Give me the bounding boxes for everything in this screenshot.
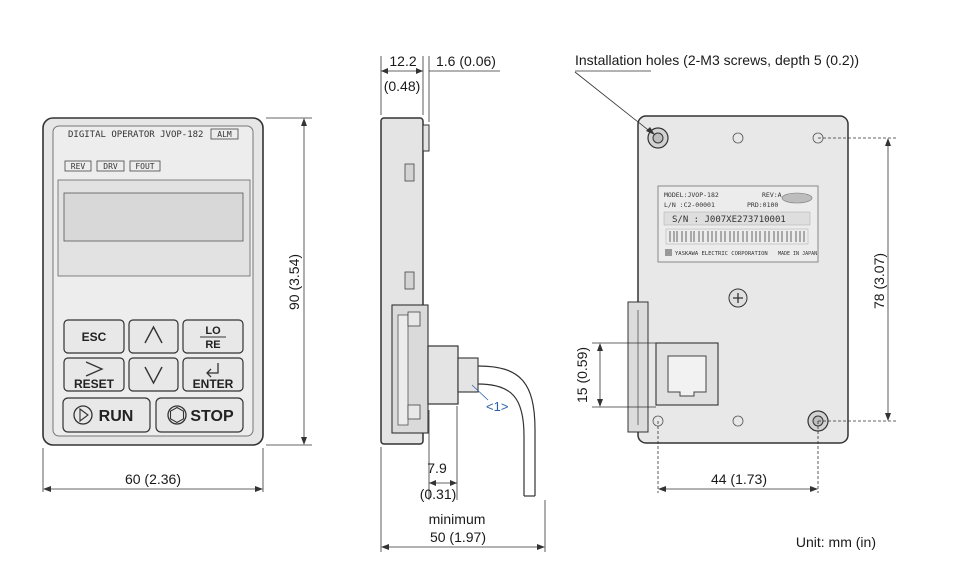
alm-indicator: ALM xyxy=(217,130,232,139)
alm-box xyxy=(210,128,239,140)
serial-box xyxy=(663,211,811,226)
reset-key[interactable] xyxy=(63,357,125,392)
right-arrow-icon xyxy=(85,361,104,377)
installation-holes-note: Installation holes (2-M3 screws, depth 5… xyxy=(575,52,859,68)
lcd-display xyxy=(63,192,244,242)
side-clip-upper xyxy=(404,163,415,182)
nameplate-serial: S/N : J007XE273710001 xyxy=(672,215,786,225)
nameplate-model: MODEL:JVOP-182 xyxy=(664,191,719,199)
enter-key-label: ENTER xyxy=(193,377,234,391)
cable-outer-edge-top xyxy=(477,365,536,496)
cable-plug-boot xyxy=(457,357,479,393)
lo-key-label: LO xyxy=(205,325,221,337)
barcode-bars xyxy=(669,231,805,242)
cable-depth-dimension: 50 (1.97) xyxy=(430,529,486,545)
rear-pin-top xyxy=(732,132,744,144)
rear-pin-bottom xyxy=(732,415,744,427)
fout-box xyxy=(129,160,161,172)
fout-indicator: FOUT xyxy=(135,162,154,171)
rev-box xyxy=(64,160,92,172)
callout-marker: <1> xyxy=(486,399,508,414)
nameplate-prd: PRD:0100 xyxy=(747,201,778,209)
connector-arrows xyxy=(429,480,457,486)
holes-leader xyxy=(574,71,653,134)
stop-hexagon-icon xyxy=(169,406,185,424)
down-arrow-icon xyxy=(144,366,163,385)
cable-outer-edge-bottom xyxy=(477,383,525,496)
run-play-icon xyxy=(79,407,89,423)
nameplate-rev: REV:A xyxy=(762,191,782,199)
side-dimensions xyxy=(380,56,546,552)
rev-indicator: REV xyxy=(71,162,86,171)
esc-key-label: ESC xyxy=(82,330,107,344)
side-depth-dimension-in: (0.48) xyxy=(384,78,421,94)
drv-box xyxy=(96,160,125,172)
rear-view: MODEL:JVOP-182 REV:A L/N :C2-00001 PRD:0… xyxy=(627,115,849,444)
nameplate-lot: L/N :C2-00001 xyxy=(664,201,715,209)
side-latch-bottom xyxy=(407,404,421,420)
mounting-hole-top-left-inner xyxy=(652,132,664,144)
side-clip-lower xyxy=(404,271,415,290)
rear-height-dimension: 78 (3.07) xyxy=(871,253,887,309)
front-dimensions xyxy=(42,117,312,492)
front-view: DIGITAL OPERATOR JVOP-182 ALM REV DRV FO… xyxy=(42,117,264,446)
screw-head-icon xyxy=(733,293,743,303)
drv-indicator: DRV xyxy=(103,162,118,171)
operator-title: DIGITAL OPERATOR JVOP-182 xyxy=(68,130,203,140)
nameplate-origin: MADE IN JAPAN xyxy=(778,251,817,257)
down-key[interactable] xyxy=(128,357,179,392)
barcode xyxy=(665,228,809,245)
cable-minimum-label: minimum xyxy=(429,511,486,527)
connector-dimension-mm: 7.9 xyxy=(427,460,447,476)
holes-leader-arrow xyxy=(646,127,655,135)
front-height-dimension: 90 (3.54) xyxy=(286,254,302,310)
side-latch-top xyxy=(407,311,421,327)
approval-mark-icon xyxy=(781,192,813,204)
rear-width-dimension: 44 (1.73) xyxy=(711,471,767,487)
enter-key[interactable] xyxy=(182,357,244,392)
run-key-label: RUN xyxy=(99,408,134,425)
rj45-port-icon xyxy=(667,355,707,397)
connector-dimension-in: (0.31) xyxy=(420,486,457,502)
callout-leader xyxy=(471,384,489,401)
front-width-dimension: 60 (2.36) xyxy=(125,471,181,487)
nameplate-maker: YASKAWA ELECTRIC CORPORATION xyxy=(675,251,768,257)
cable-plug-body xyxy=(427,345,459,405)
enter-return-icon xyxy=(206,363,219,378)
reset-key-label: RESET xyxy=(74,377,115,391)
side-view xyxy=(380,117,536,497)
up-arrow-icon xyxy=(144,325,163,344)
side-step-dimension: 1.6 (0.06) xyxy=(436,53,496,69)
stop-circle-icon xyxy=(167,405,187,425)
unit-note: Unit: mm (in) xyxy=(796,534,876,550)
rear-dimensions xyxy=(574,70,896,493)
side-top-tab xyxy=(422,124,430,152)
yaskawa-logo-icon xyxy=(665,249,672,256)
stop-key-label: STOP xyxy=(190,408,234,425)
side-depth-dimension-mm: 12.2 xyxy=(389,53,416,69)
esc-key[interactable] xyxy=(63,319,125,354)
port-height-dimension: 15 (0.59) xyxy=(574,347,590,403)
re-key-label: RE xyxy=(205,339,220,351)
up-key[interactable] xyxy=(128,319,179,354)
side-connector-slot xyxy=(397,314,409,426)
run-circle-icon xyxy=(73,405,93,425)
